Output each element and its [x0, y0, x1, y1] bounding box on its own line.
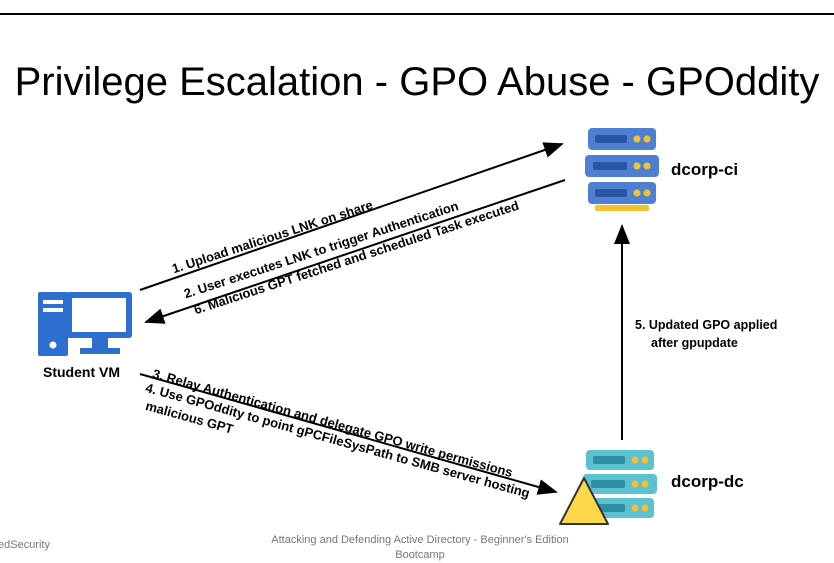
node-label-dc: dcorp-dc: [671, 472, 744, 491]
arrow-gpt-fetched: [144, 179, 566, 324]
arrow-upload-lnk: [139, 142, 564, 291]
top-rule: [0, 13, 834, 15]
step-5-label: 5. Updated GPO applied after gpupdate: [635, 316, 777, 352]
node-label-student: Student VM: [43, 364, 120, 380]
server-icon: [585, 128, 659, 211]
step-5-line-1: 5. Updated GPO applied: [635, 318, 778, 332]
footer-brand: edSecurity: [0, 539, 50, 551]
footer-course-title: Attacking and Defending Active Directory…: [271, 534, 569, 561]
warning-icon: [559, 477, 609, 525]
step-5-line-2: after gpupdate: [651, 336, 738, 350]
slide-title: Privilege Escalation - GPO Abuse - GPOdd…: [14, 60, 820, 104]
arrow-relay-auth: [139, 373, 558, 495]
computer-icon: [38, 292, 132, 356]
node-label-ci: dcorp-ci: [671, 160, 739, 179]
server-icon: [583, 450, 657, 518]
